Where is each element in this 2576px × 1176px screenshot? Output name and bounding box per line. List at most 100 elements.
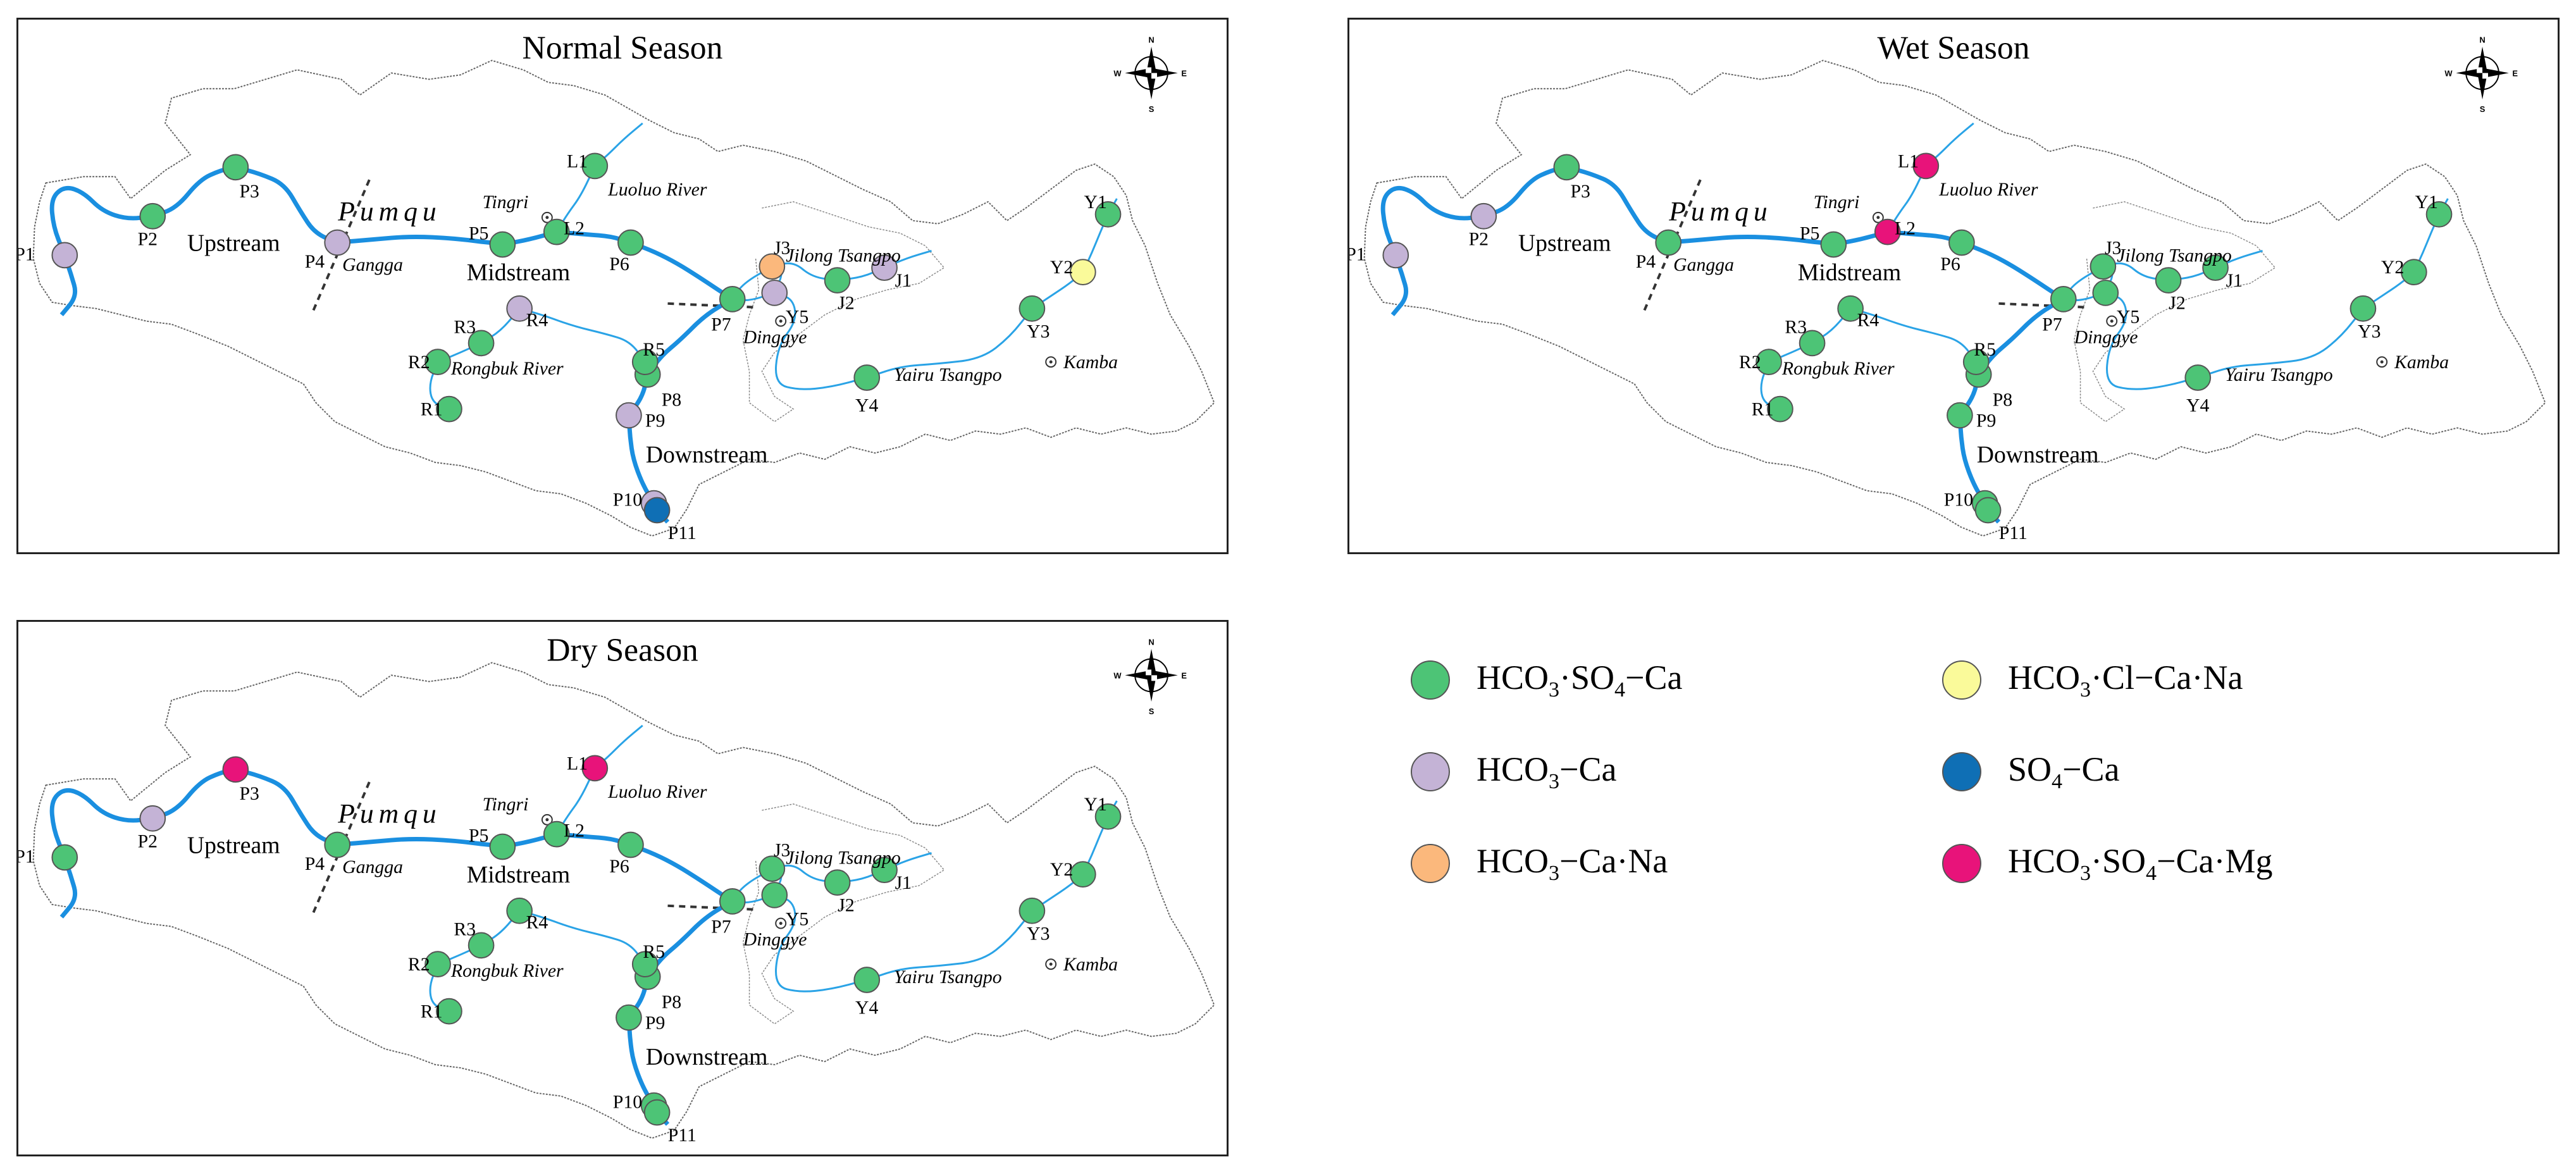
site-marker-j1 (2202, 254, 2229, 282)
label-gangga: Gangga (1673, 254, 1734, 275)
legend-swatch-6 (1942, 843, 1981, 883)
compass-n: N (1148, 35, 1154, 45)
dinggye-town-marker (775, 917, 787, 929)
site-marker-l1 (581, 755, 609, 782)
label-pumqu: Pumqu (337, 197, 441, 227)
site-label-p2: P2 (138, 228, 158, 249)
legend-label-4: HCO3·Cl−Ca·Na (2008, 659, 2243, 702)
site-label-p2: P2 (1469, 228, 1489, 249)
site-marker-l2 (543, 820, 570, 848)
site-label-l2: L2 (564, 820, 585, 841)
site-marker-r1 (436, 998, 462, 1025)
site-label-p10: P10 (613, 490, 642, 511)
site-label-p7: P7 (711, 314, 731, 335)
label-jilong-tsangpo: Jilong Tsangpo (786, 847, 901, 868)
site-label-p6: P6 (1940, 254, 1960, 275)
site-label-j3: J3 (774, 839, 790, 860)
compass-w: W (1113, 671, 1122, 680)
basin-boundary (1363, 59, 2546, 537)
site-marker-p6 (617, 831, 644, 858)
compass-w: W (1113, 68, 1122, 78)
site-marker-l2 (1874, 218, 1901, 245)
legend-label-3: HCO3−Ca·Na (1477, 842, 1668, 885)
site-label-l1: L1 (567, 151, 588, 171)
legend-label-2: HCO3−Ca (1477, 750, 1617, 793)
site-marker-r5 (631, 349, 659, 375)
site-label-j2: J2 (838, 293, 854, 314)
site-label-p4: P4 (305, 853, 325, 874)
site-label-y4: Y4 (855, 998, 878, 1018)
label-downstream: Downstream (646, 442, 768, 468)
compass-s: S (2480, 104, 2486, 114)
compass-n: N (1148, 638, 1154, 647)
compass-s: S (1149, 104, 1155, 114)
site-marker-p2 (1470, 202, 1497, 230)
label-luoluo-river: Luoluo River (607, 781, 707, 802)
compass-rose-icon (1125, 46, 1178, 100)
tingri-town-marker (541, 211, 553, 223)
site-marker-p4 (1655, 229, 1682, 256)
site-label-p10: P10 (613, 1092, 642, 1113)
legend-item-4: HCO3·Cl−Ca·Na (1942, 658, 2243, 702)
site-marker-y4 (853, 967, 881, 993)
site-label-p9: P9 (645, 410, 665, 431)
site-label-p7: P7 (2042, 314, 2062, 335)
site-marker-r5 (1962, 349, 1990, 375)
site-marker-l2 (543, 218, 570, 245)
site-marker-y1 (2425, 201, 2453, 228)
site-label-r5: R5 (643, 339, 665, 360)
site-marker-j2 (824, 869, 851, 896)
site-marker-p9 (616, 1004, 642, 1031)
dinggye-town-marker (2106, 315, 2118, 327)
compass-rose-icon (2456, 46, 2509, 100)
site-marker-r5 (631, 951, 659, 977)
legend-swatch-4 (1942, 660, 1981, 700)
legend-item-3: HCO3−Ca·Na (1411, 841, 1668, 886)
site-label-r4: R4 (1857, 310, 1879, 331)
site-label-p11: P11 (668, 523, 697, 543)
site-label-l2: L2 (1895, 218, 1916, 239)
site-marker-j1 (871, 254, 898, 282)
tingri-town-marker (1872, 211, 1884, 223)
site-label-p2: P2 (138, 831, 158, 851)
site-label-p8: P8 (662, 992, 681, 1013)
site-marker-p3 (222, 756, 249, 783)
site-label-y5: Y5 (2117, 307, 2139, 328)
label-luoluo-river: Luoluo River (607, 179, 707, 200)
site-marker-y2 (1069, 259, 1096, 286)
site-marker-r4 (506, 295, 533, 322)
label-jilong-tsangpo: Jilong Tsangpo (2117, 245, 2232, 266)
site-label-p9: P9 (645, 1012, 665, 1033)
label-midstream: Midstream (467, 259, 570, 286)
site-label-p5: P5 (469, 223, 488, 244)
site-label-r2: R2 (408, 352, 430, 373)
site-label-y2: Y2 (2381, 257, 2404, 278)
label-pumqu: Pumqu (337, 799, 441, 829)
compass-e: E (2512, 68, 2518, 78)
legend-item-2: HCO3−Ca (1411, 750, 1616, 794)
legend-label-1: HCO3·SO4−Ca (1477, 659, 1683, 702)
site-marker-p1 (51, 844, 78, 871)
site-label-r3: R3 (454, 919, 476, 939)
site-marker-l1 (1912, 152, 1940, 180)
site-label-r4: R4 (526, 310, 548, 331)
label-midstream: Midstream (1798, 259, 1901, 286)
label-yairu-tsangpo: Yairu Tsangpo (894, 364, 1002, 385)
site-marker-y4 (853, 364, 881, 391)
site-marker-j3 (759, 253, 786, 280)
site-label-r3: R3 (1785, 316, 1807, 337)
site-marker-y1 (1094, 803, 1122, 830)
site-marker-y2 (1069, 861, 1096, 888)
site-label-p10: P10 (1944, 490, 1973, 511)
label-gangga: Gangga (342, 254, 403, 275)
site-marker-y5 (761, 280, 788, 306)
compass-e: E (1181, 671, 1187, 680)
site-label-r1: R1 (421, 1001, 443, 1022)
legend-item-5: SO4−Ca (1942, 750, 2119, 794)
site-marker-p9 (616, 402, 642, 429)
tributary-2 (429, 310, 649, 411)
site-marker-y5 (761, 882, 788, 908)
